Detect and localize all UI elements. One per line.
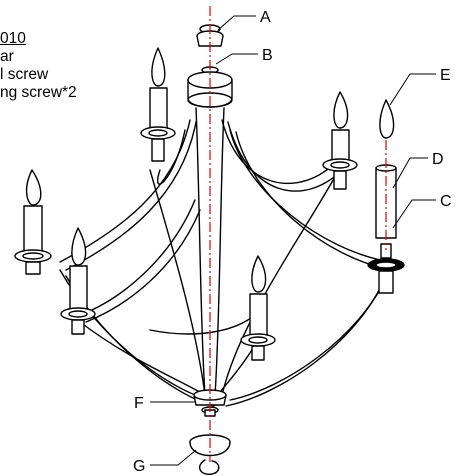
central-column bbox=[187, 24, 233, 417]
notes-title: 010 bbox=[0, 30, 26, 47]
candle-left-upper bbox=[140, 47, 176, 162]
notes-line-2: l screw bbox=[0, 66, 49, 83]
candle-left-lower bbox=[60, 227, 96, 335]
callout-g: G bbox=[133, 458, 145, 475]
callout-leaders bbox=[150, 15, 436, 466]
callout-c: C bbox=[440, 193, 452, 210]
callout-e: E bbox=[440, 67, 451, 84]
candle-right-upper bbox=[322, 91, 358, 190]
callout-a: A bbox=[260, 9, 271, 26]
parts-list-notes: 010 ar l screw ng screw*2 bbox=[0, 30, 77, 102]
candle-far-left bbox=[14, 169, 52, 275]
assembly-axis bbox=[209, 6, 387, 462]
callout-b: B bbox=[262, 47, 273, 64]
callout-d: D bbox=[432, 151, 444, 168]
candle-center-lower bbox=[240, 255, 276, 361]
callout-labels: A B C D E F G bbox=[133, 9, 452, 475]
notes-line-3: ng screw*2 bbox=[0, 84, 77, 101]
bottom-cup bbox=[189, 434, 231, 475]
callout-f: F bbox=[134, 395, 144, 412]
notes-line-1: ar bbox=[0, 48, 14, 65]
